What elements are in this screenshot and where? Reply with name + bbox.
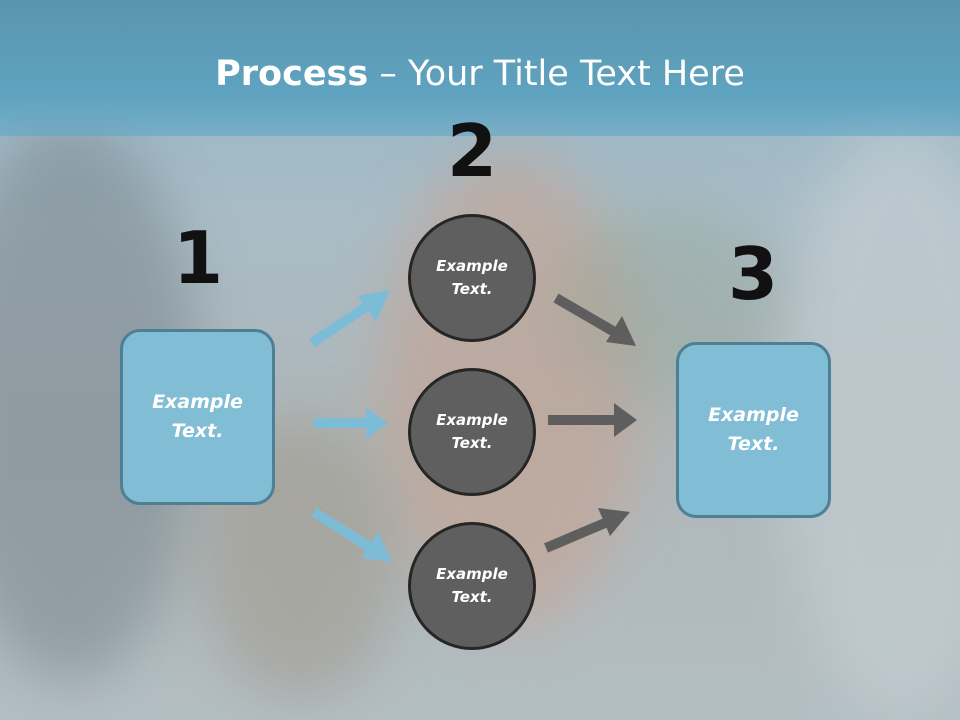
arrow-middle-to-right [548, 403, 637, 437]
title-rest: – Your Title Text Here [368, 54, 745, 94]
box-text-line1: Example [152, 391, 243, 413]
arrow-left-to-bottom [311, 507, 392, 562]
box-text-line2: Text. [171, 420, 224, 442]
circle-text-line1: Example [436, 257, 508, 275]
circle-text-line1: Example [436, 565, 508, 583]
step-number-1: 1 [172, 216, 224, 300]
arrow-left-to-middle [314, 407, 388, 439]
circle-text-line1: Example [436, 411, 508, 429]
circle-text-line2: Text. [451, 588, 493, 606]
box-text-line2: Text. [727, 433, 780, 455]
arrow-left-to-top [309, 290, 390, 348]
title-band [0, 0, 960, 136]
circle-text-line2: Text. [451, 434, 493, 452]
circle-text-line2: Text. [451, 280, 493, 298]
arrow-bottom-to-right [544, 508, 630, 553]
box-text-line1: Example [708, 404, 799, 426]
step-number-3: 3 [727, 232, 779, 316]
arrow-top-to-right [553, 293, 636, 346]
title-bold: Process [215, 54, 369, 94]
step-number-2: 2 [446, 109, 498, 193]
slide-title: Process – Your Title Text Here [0, 52, 960, 96]
